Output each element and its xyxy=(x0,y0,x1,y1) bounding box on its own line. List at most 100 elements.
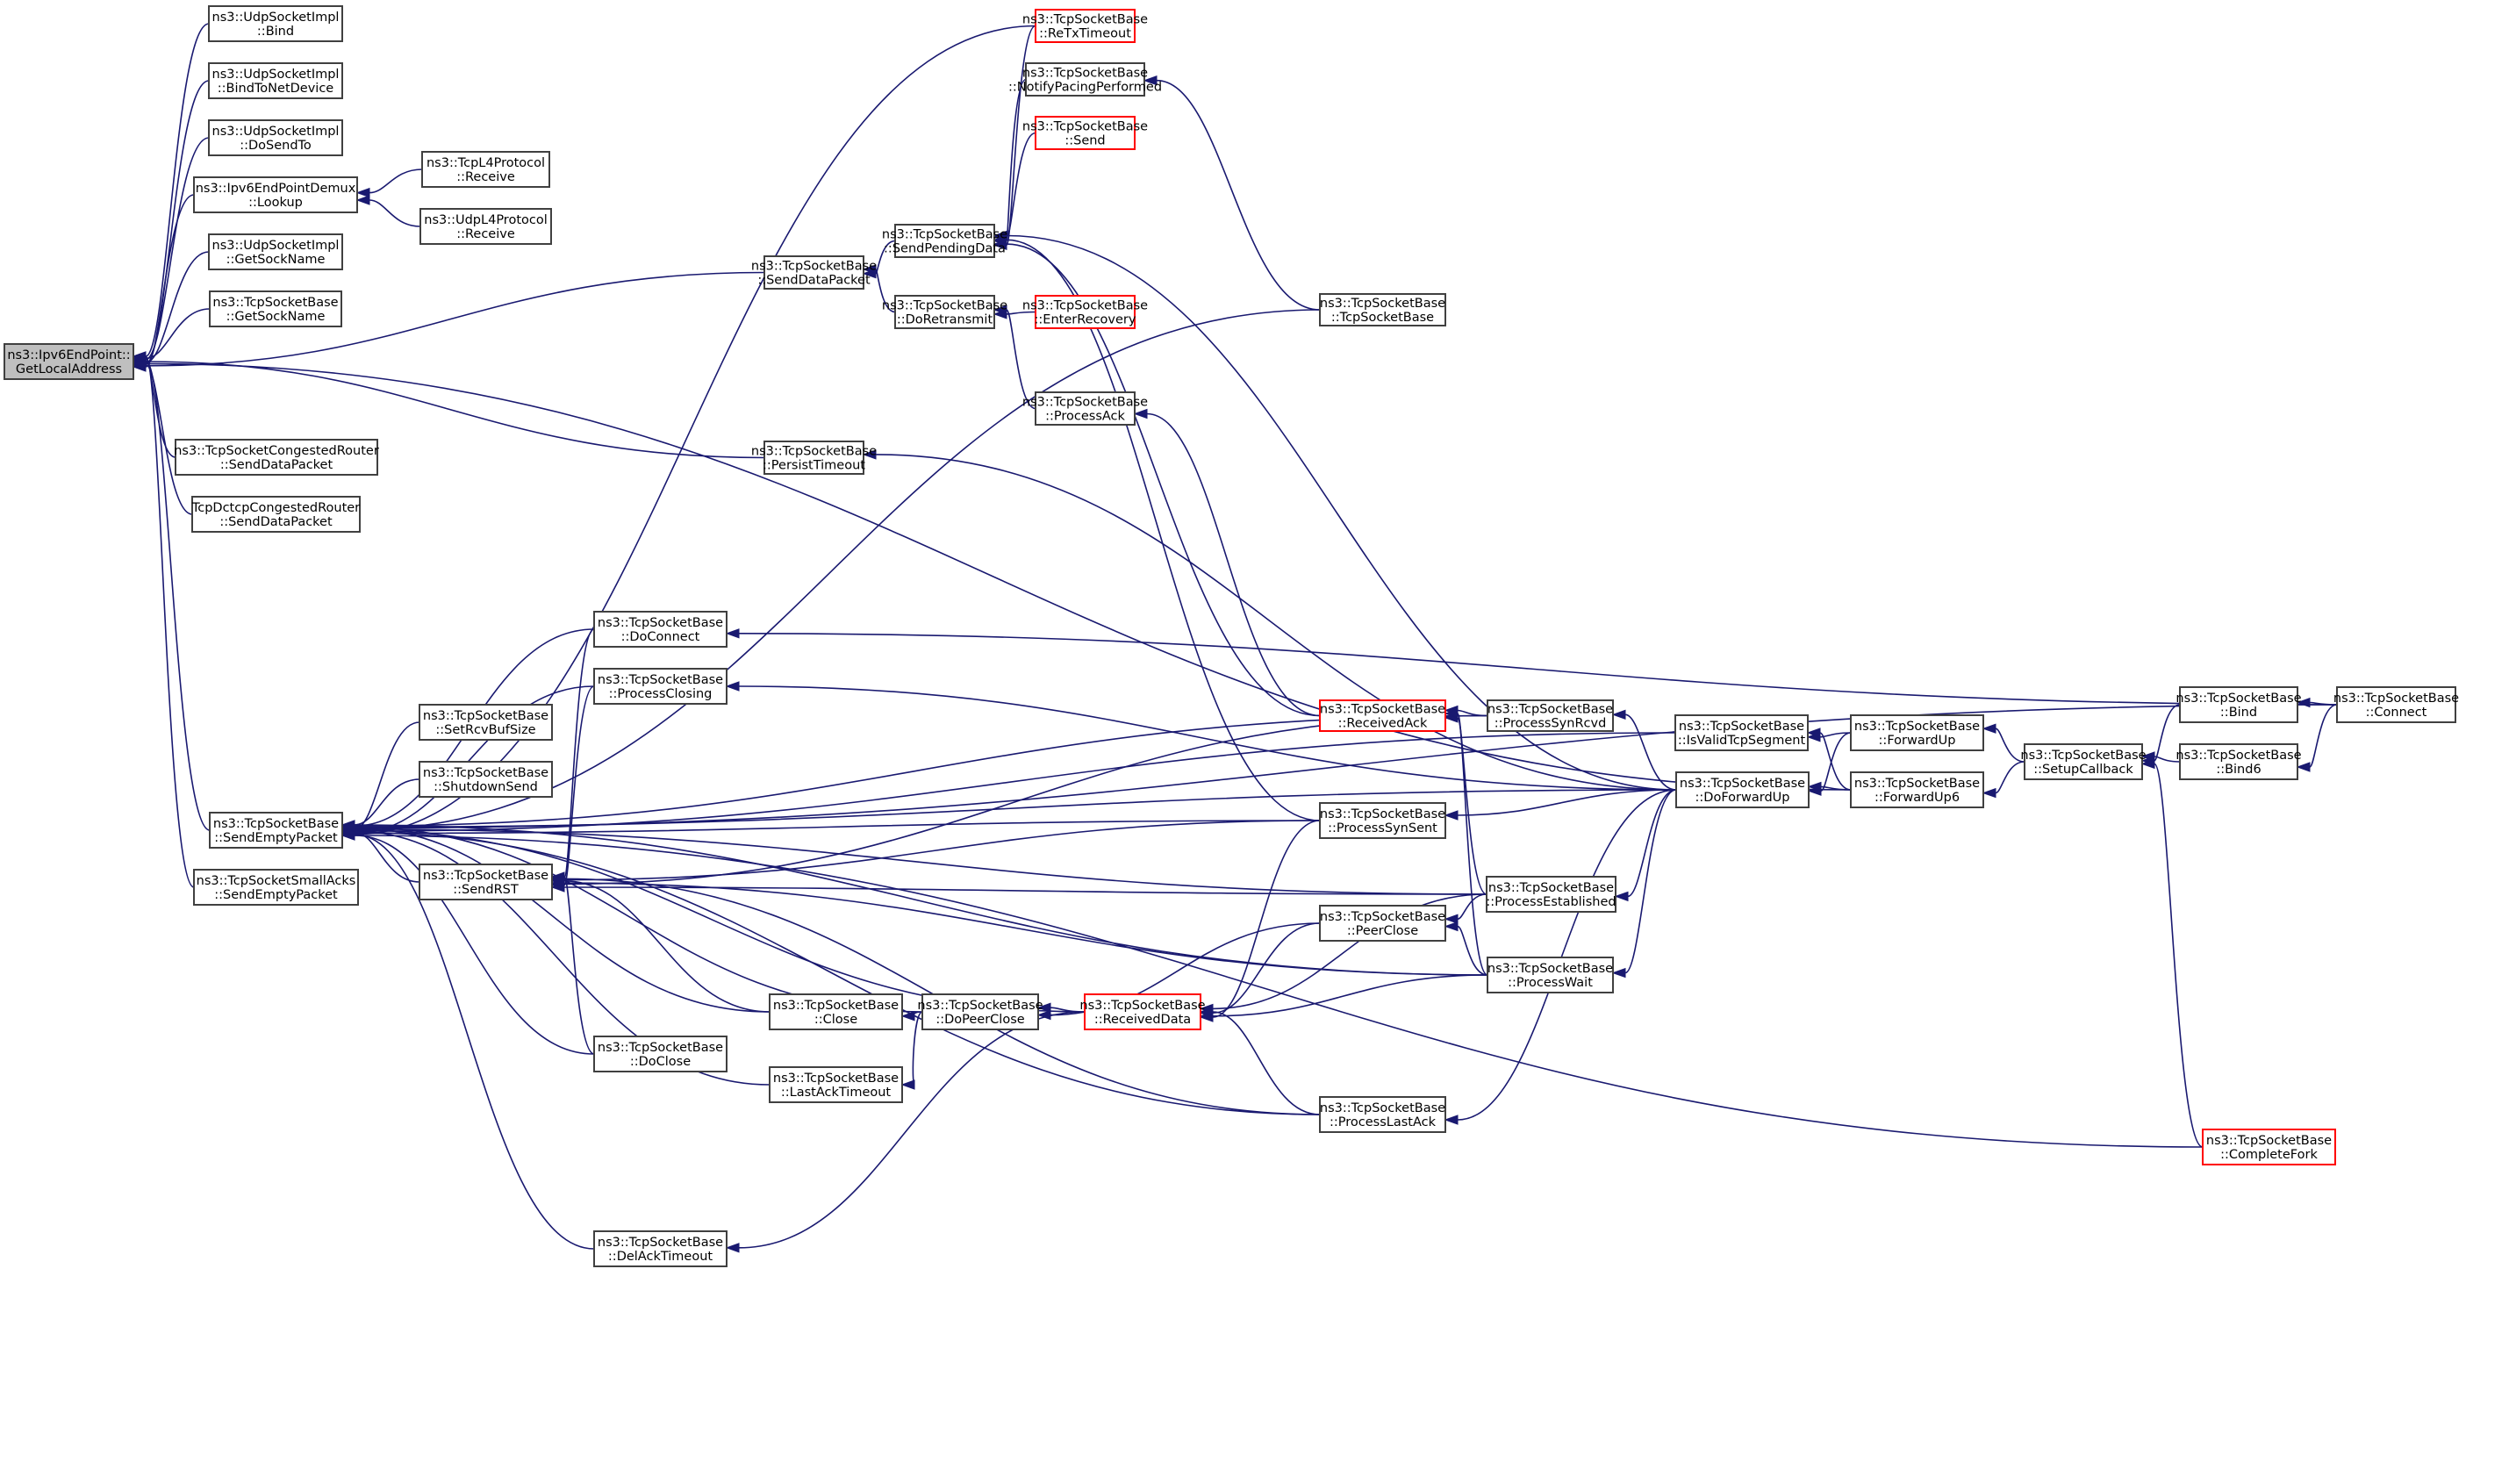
node-send-data[interactable]: ns3::TcpSocketBase::SendDataPacket xyxy=(751,255,877,290)
node-notify-pacing[interactable]: ns3::TcpSocketBase::NotifyPacingPerforme… xyxy=(1008,62,1162,97)
node-do-close[interactable]: ns3::TcpSocketBase::DoClose xyxy=(593,1036,728,1072)
edge-line xyxy=(1212,922,1321,1014)
node-box xyxy=(193,869,359,906)
edge-line xyxy=(145,363,193,515)
node-process-ack[interactable]: ns3::TcpSocketBase::ProcessAck xyxy=(1022,391,1148,426)
node-bind[interactable]: ns3::TcpSocketBase::Bind xyxy=(2176,686,2302,723)
edge-line xyxy=(145,23,210,357)
node-udp-bindnd[interactable]: ns3::UdpSocketImpl::BindToNetDevice xyxy=(208,62,343,99)
node-process-syn-sent[interactable]: ns3::TcpSocketBase::ProcessSynSent xyxy=(1319,802,1446,839)
node-box xyxy=(419,864,553,900)
node-forward-up[interactable]: ns3::TcpSocketBase::ForwardUp xyxy=(1850,714,1984,751)
edge-line xyxy=(1212,974,1488,1017)
node-class-label: ns3::TcpSocketBase xyxy=(2176,749,2301,763)
arrowhead-icon xyxy=(1444,921,1459,932)
edge-connect-to-bind6 xyxy=(2296,704,2338,772)
node-congrouter-sdp[interactable]: ns3::TcpSocketCongestedRouter::SendDataP… xyxy=(174,439,379,476)
arrowhead-icon xyxy=(2140,751,2155,762)
node-udpl4-recv[interactable]: ns3::UdpL4Protocol::Receive xyxy=(419,208,552,245)
node-box xyxy=(593,1230,728,1267)
node-method-label: ::Send xyxy=(1064,134,1105,148)
node-send-empty[interactable]: ns3::TcpSocketBase::SendEmptyPacket xyxy=(209,812,343,849)
node-method-label: ::ProcessEstablished xyxy=(1486,895,1616,909)
node-process-wait[interactable]: ns3::TcpSocketBase::ProcessWait xyxy=(1487,957,1614,993)
edge-forward_up6-to-is_valid_seg xyxy=(1806,728,1852,791)
node-box xyxy=(4,343,134,380)
node-method-label: ::Bind6 xyxy=(2216,763,2261,777)
node-connect[interactable]: ns3::TcpSocketBase::Connect xyxy=(2333,686,2459,723)
node-method-label: ::DoForwardUp xyxy=(1695,791,1790,805)
node-send-pending[interactable]: ns3::TcpSocketBase::SendPendingData xyxy=(882,224,1007,258)
edge-setup_callback-to-forward_up6 xyxy=(1982,761,2025,799)
node-process-last-ack[interactable]: ns3::TcpSocketBase::ProcessLastAck xyxy=(1319,1096,1446,1133)
node-box xyxy=(2336,686,2456,723)
node-do-connect[interactable]: ns3::TcpSocketBase::DoConnect xyxy=(593,611,728,648)
node-received-ack[interactable]: ns3::TcpSocketBase::ReceivedAck xyxy=(1319,699,1446,732)
node-dctcp-sdp[interactable]: TcpDctcpCongestedRouter::SendDataPacket xyxy=(191,496,361,533)
edge-line xyxy=(1006,234,1677,791)
edge-set_rcvbuf-to-send_empty xyxy=(340,721,420,835)
node-box xyxy=(894,295,995,329)
node-tcp-getsock[interactable]: ns3::TcpSocketBase::GetSockName xyxy=(209,290,342,327)
edge-line xyxy=(1995,728,2025,763)
edge-line xyxy=(145,271,765,367)
node-forward-up6[interactable]: ns3::TcpSocketBase::ForwardUp6 xyxy=(1850,771,1984,808)
node-method-label: ::GetSockName xyxy=(226,310,326,324)
edge-line xyxy=(145,308,211,360)
node-tcpl4-recv[interactable]: ns3::TcpL4Protocol::Receive xyxy=(421,151,550,188)
node-class-label: ns3::TcpSocketBase xyxy=(1022,299,1148,313)
node-do-peer-close[interactable]: ns3::TcpSocketBase::DoPeerClose xyxy=(917,993,1043,1030)
node-process-established[interactable]: ns3::TcpSocketBase::ProcessEstablished xyxy=(1486,876,1616,913)
node-method-label: ::DelAckTimeout xyxy=(608,1250,713,1264)
node-bind6[interactable]: ns3::TcpSocketBase::Bind6 xyxy=(2176,743,2302,780)
node-is-valid-seg[interactable]: ns3::TcpSocketBase::IsValidTcpSegment xyxy=(1674,714,1809,751)
edge-line xyxy=(912,1011,923,1086)
node-class-label: ns3::TcpSocketBase xyxy=(1320,703,1445,717)
node-setup-callback[interactable]: ns3::TcpSocketBase::SetupCallback xyxy=(2020,743,2147,780)
node-udp-dosendto[interactable]: ns3::UdpSocketImpl::DoSendTo xyxy=(208,119,343,156)
node-class-label: ns3::TcpSocketBase xyxy=(2020,749,2146,763)
edge-line xyxy=(1006,243,1321,717)
edge-line xyxy=(369,168,423,194)
node-process-syn-rcvd[interactable]: ns3::TcpSocketBase::ProcessSynRcvd xyxy=(1487,699,1614,732)
arrowhead-icon xyxy=(1806,728,1821,738)
edge-line xyxy=(1006,309,1036,410)
node-box xyxy=(763,255,864,290)
node-root[interactable]: ns3::Ipv6EndPoint::GetLocalAddress xyxy=(4,343,134,380)
node-udp-bind[interactable]: ns3::UdpSocketImpl::Bind xyxy=(208,5,343,42)
node-udp-getsock[interactable]: ns3::UdpSocketImpl::GetSockName xyxy=(208,233,343,270)
edge-line xyxy=(145,362,1852,791)
node-peer-close[interactable]: ns3::TcpSocketBase::PeerClose xyxy=(1319,905,1446,942)
node-box xyxy=(208,62,343,99)
node-method-label: ::ProcessAck xyxy=(1045,410,1125,424)
node-method-label: ::ProcessLastAck xyxy=(1330,1115,1437,1129)
node-do-retx[interactable]: ns3::TcpSocketBase::DoRetransmit xyxy=(882,295,1007,329)
node-del-ack-timeout[interactable]: ns3::TcpSocketBase::DelAckTimeout xyxy=(593,1230,728,1267)
node-class-label: ns3::TcpSocketBase xyxy=(1680,777,1805,791)
node-ctor[interactable]: ns3::TcpSocketBase::TcpSocketBase xyxy=(1319,293,1446,326)
node-enter-recovery[interactable]: ns3::TcpSocketBase::EnterRecovery xyxy=(1022,295,1148,329)
arrowhead-icon xyxy=(132,351,147,362)
node-received-data[interactable]: ns3::TcpSocketBase::ReceivedData xyxy=(1079,993,1206,1030)
node-smallacks-sep[interactable]: ns3::TcpSocketSmallAcks::SendEmptyPacket xyxy=(193,869,359,906)
node-close[interactable]: ns3::TcpSocketBase::Close xyxy=(769,993,903,1030)
node-persist[interactable]: ns3::TcpSocketBase::PersistTimeout xyxy=(751,441,877,475)
node-retx-timeout[interactable]: ns3::TcpSocketBase::ReTxTimeout xyxy=(1022,9,1148,43)
node-last-ack-timeout[interactable]: ns3::TcpSocketBase::LastAckTimeout xyxy=(769,1066,903,1103)
node-method-label: ::Receive xyxy=(456,170,515,184)
node-set-rcvbuf[interactable]: ns3::TcpSocketBase::SetRcvBufSize xyxy=(419,704,553,741)
edge-forward_up6-to-do_forward_up xyxy=(1807,781,1852,792)
node-send-rst[interactable]: ns3::TcpSocketBase::SendRST xyxy=(419,864,553,900)
node-send[interactable]: ns3::TcpSocketBase::Send xyxy=(1022,116,1148,150)
node-class-label: ns3::TcpSocketBase xyxy=(1320,807,1445,821)
node-do-forward-up[interactable]: ns3::TcpSocketBase::DoForwardUp xyxy=(1675,771,1810,808)
node-class-label: ns3::TcpSocketBase xyxy=(1320,297,1445,311)
edge-line xyxy=(875,454,1677,791)
node-process-closing[interactable]: ns3::TcpSocketBase::ProcessClosing xyxy=(593,668,728,705)
node-demux-lookup[interactable]: ns3::Ipv6EndPointDemux::Lookup xyxy=(193,176,358,213)
arrowhead-icon xyxy=(725,1243,740,1253)
node-complete-fork[interactable]: ns3::TcpSocketBase::CompleteFork xyxy=(2202,1129,2336,1165)
node-shutdown-send[interactable]: ns3::TcpSocketBase::ShutdownSend xyxy=(419,761,553,798)
node-box xyxy=(1319,1096,1446,1133)
edge-line xyxy=(354,704,2338,829)
